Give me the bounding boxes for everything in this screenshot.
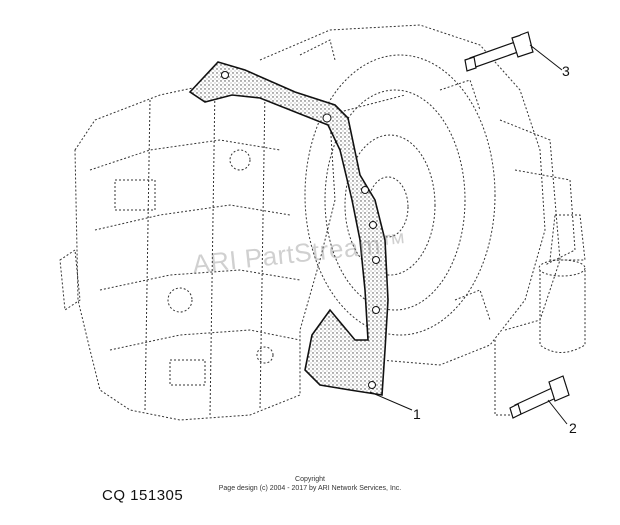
callout-1-leader: [369, 391, 413, 411]
footer-page-design: Page design (c) 2004 - 2017 by ARI Netwo…: [218, 485, 402, 492]
callout-3: 3: [562, 63, 570, 79]
gasket-leader-dashed: [339, 94, 406, 113]
bolt-3-part: [464, 31, 534, 72]
callout-3-leader: [529, 44, 563, 71]
callout-2-leader: [547, 399, 568, 425]
filter-canister-outline: [538, 214, 586, 353]
callout-1: 1: [413, 406, 421, 422]
callout-2: 2: [569, 420, 577, 436]
bolt-2-leader-dashed: [494, 340, 510, 416]
flywheel-housing-outline: [259, 24, 576, 366]
bolt-2-part: [509, 375, 570, 419]
gasket-part: [188, 61, 389, 396]
figure-id: CQ 151305: [102, 487, 184, 504]
footer-copyright: Copyright: [295, 476, 325, 483]
